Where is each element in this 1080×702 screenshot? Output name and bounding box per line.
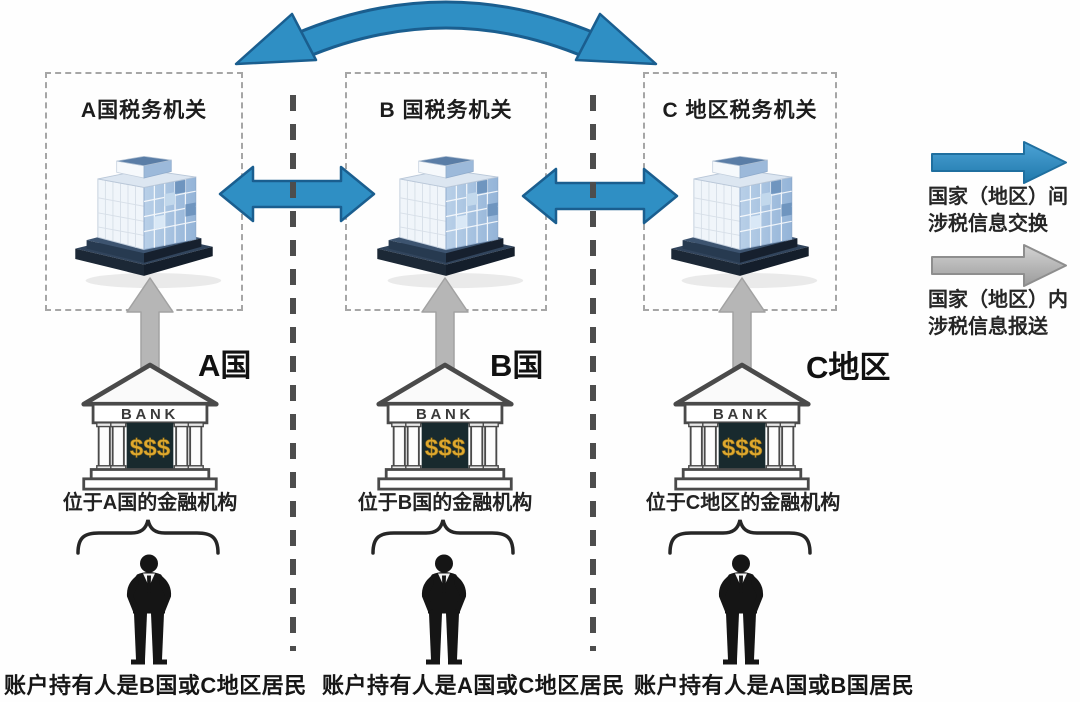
legend-exchange-line2: 涉税信息交换 xyxy=(928,213,1048,235)
separator-line-a-b xyxy=(290,95,296,651)
fi-caption-c: 位于C地区的金融机构 xyxy=(645,492,841,514)
country-label-a: A国 xyxy=(198,348,252,383)
account-holder-icon-b xyxy=(412,553,476,666)
report-arrow-b xyxy=(419,276,471,368)
authority-title-b: B 国税务机关 xyxy=(379,99,513,122)
report-arrow-c xyxy=(716,276,768,368)
account-holder-icon-a xyxy=(117,553,181,666)
exchange-arrow-b-c xyxy=(520,166,680,226)
bank-icon-a xyxy=(80,361,220,494)
report-arrow-a xyxy=(124,276,176,368)
fi-caption-a: 位于A国的金融机构 xyxy=(62,492,238,514)
account-holder-icon-c xyxy=(709,553,773,666)
legend-report-arrow-icon xyxy=(930,242,1068,289)
authority-title-a: A国税务机关 xyxy=(80,99,208,122)
country-label-c: C地区 xyxy=(806,350,891,385)
country-label-b: B国 xyxy=(490,348,544,383)
legend-exchange-arrow-icon xyxy=(930,139,1068,186)
separator-line-b-c xyxy=(590,95,596,651)
arc-exchange-arrow-a-c xyxy=(234,0,658,66)
exchange-arrow-a-b xyxy=(217,164,377,224)
legend-report-line1: 国家（地区）内 xyxy=(928,289,1068,311)
brace-a xyxy=(73,517,223,555)
legend-report-label: 国家（地区）内 涉税信息报送 xyxy=(928,287,1068,341)
bank-icon-c xyxy=(672,361,812,494)
brace-b xyxy=(368,517,518,555)
authority-title-c: C 地区税务机关 xyxy=(662,99,818,122)
legend-report-line2: 涉税信息报送 xyxy=(928,316,1048,338)
bank-icon-b xyxy=(375,361,515,494)
fi-caption-b: 位于B国的金融机构 xyxy=(357,492,533,514)
legend-exchange-line1: 国家（地区）间 xyxy=(928,186,1068,208)
government-building-icon-a xyxy=(64,124,224,296)
brace-c xyxy=(665,517,815,555)
holder-caption-b: 账户持有人是A国或C地区居民 xyxy=(322,673,625,698)
legend-exchange-label: 国家（地区）间 涉税信息交换 xyxy=(928,184,1068,238)
holder-caption-c: 账户持有人是A国或B国居民 xyxy=(634,673,915,698)
holder-caption-a: 账户持有人是B国或C地区居民 xyxy=(4,673,307,698)
government-building-icon-b xyxy=(366,124,526,296)
government-building-icon-c xyxy=(660,124,820,296)
